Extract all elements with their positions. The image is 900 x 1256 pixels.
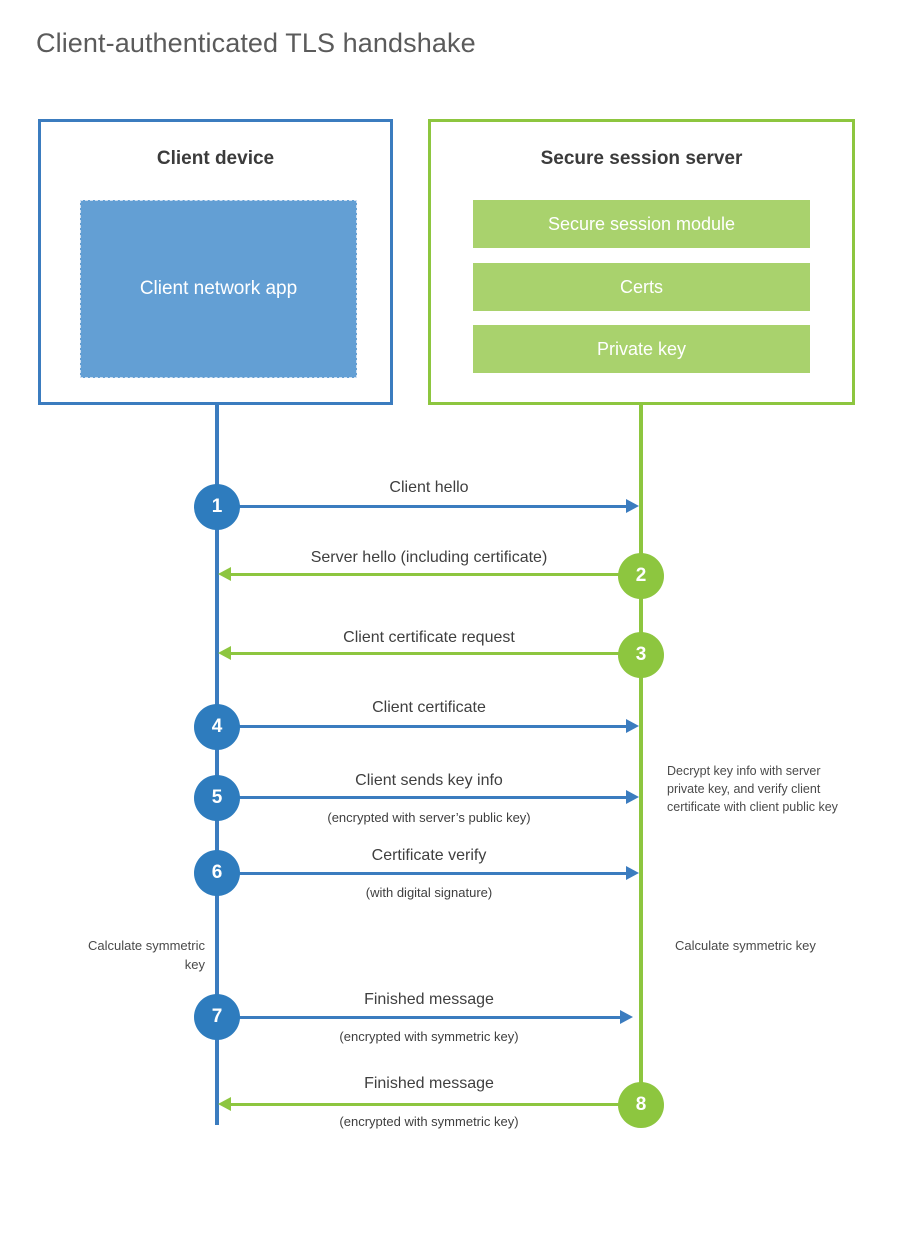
server-module-certs: Certs	[473, 263, 810, 311]
step-1-label: Client hello	[389, 479, 469, 496]
client-device-box: Client device Client network app	[38, 119, 393, 405]
secure-session-server-box: Secure session server Secure session mod…	[428, 119, 855, 405]
step-8-label: Finished message	[364, 1075, 494, 1092]
step-2-label: Server hello (including certificate)	[310, 549, 548, 566]
step-5-arrow	[217, 790, 639, 804]
arrowhead-right-icon	[626, 790, 639, 804]
step-5-label: Client sends key info	[355, 772, 503, 789]
server-lifeline	[639, 405, 643, 1105]
step-6-label: Certificate verify	[371, 847, 487, 864]
arrowhead-right-icon	[620, 1010, 633, 1024]
step-7-arrow	[217, 1010, 633, 1024]
client-device-title: Client device	[156, 148, 275, 169]
server-module-secure-session-module: Secure session module	[473, 200, 810, 248]
step-3-arrow	[218, 646, 641, 660]
arrowhead-right-icon	[626, 866, 639, 880]
server-module-private-key: Private key	[473, 325, 810, 373]
note-decrypt-key-info: Decrypt key info with server private key…	[667, 764, 838, 815]
step-6-circle[interactable]: 6	[194, 850, 240, 896]
client-lifeline	[215, 405, 219, 1125]
step-4-circle[interactable]: 4	[194, 704, 240, 750]
step-5-sublabel: (encrypted with server’s public key)	[327, 810, 531, 825]
step-1-circle[interactable]: 1	[194, 484, 240, 530]
step-4-label: Client certificate	[372, 699, 486, 716]
step-7-circle[interactable]: 7	[194, 994, 240, 1040]
step-2-circle[interactable]: 2	[618, 553, 664, 599]
secure-session-server-title: Secure session server	[540, 148, 743, 169]
page-title: Client-authenticated TLS handshake	[36, 28, 476, 58]
arrowhead-left-icon	[218, 1097, 231, 1111]
step-8-sublabel: (encrypted with symmetric key)	[339, 1114, 519, 1129]
step-6-sublabel: (with digital signature)	[365, 885, 493, 900]
step-8-arrow	[218, 1097, 641, 1111]
step-4-arrow	[217, 719, 639, 733]
arrowhead-right-icon	[626, 719, 639, 733]
step-7-label: Finished message	[364, 991, 494, 1008]
arrowhead-right-icon	[626, 499, 639, 513]
step-7-sublabel: (encrypted with symmetric key)	[339, 1029, 519, 1044]
step-3-circle[interactable]: 3	[618, 632, 664, 678]
step-6-arrow	[217, 866, 639, 880]
step-8-circle[interactable]: 8	[618, 1082, 664, 1128]
step-2-arrow	[218, 567, 641, 581]
client-network-app-block: Client network app	[80, 200, 357, 378]
step-3-label: Client certificate request	[343, 629, 515, 646]
note-calculate-symmetric-key-client: Calculate symmetric key	[87, 938, 205, 972]
arrowhead-left-icon	[218, 567, 231, 581]
step-5-circle[interactable]: 5	[194, 775, 240, 821]
note-calculate-symmetric-key-server: Calculate symmetric key	[675, 938, 816, 953]
arrowhead-left-icon	[218, 646, 231, 660]
step-1-arrow	[217, 499, 639, 513]
